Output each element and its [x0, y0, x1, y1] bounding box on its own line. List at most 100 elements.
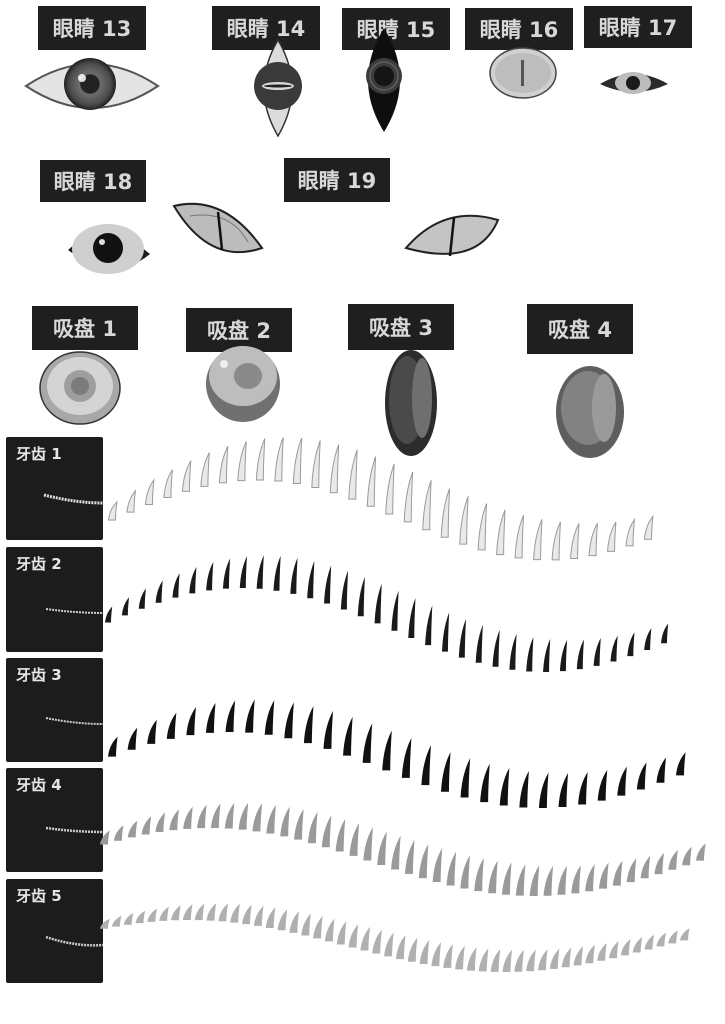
- tooth-stroke: [446, 851, 457, 886]
- tooth-stroke: [197, 804, 207, 829]
- eye-15-label: 眼睛 15: [342, 8, 450, 50]
- eye-icon: [489, 47, 557, 99]
- tooth-2-thumb: 牙齿 2: [6, 547, 103, 652]
- tooth-stroke: [492, 629, 500, 667]
- tooth-stroke: [676, 752, 686, 776]
- tooth-stroke: [303, 705, 314, 744]
- tooth-stroke: [292, 437, 303, 485]
- tooth-icon: [45, 608, 103, 614]
- tooth-stroke: [455, 945, 465, 970]
- tooth-stroke: [538, 772, 549, 808]
- tooth-stroke: [384, 932, 394, 957]
- eye-17-label: 眼睛 17: [584, 6, 692, 48]
- tooth-stroke: [519, 770, 529, 808]
- tooth-stroke: [266, 804, 276, 834]
- tooth-stroke: [401, 737, 412, 778]
- tooth-stroke: [186, 707, 196, 736]
- tooth-stroke: [585, 944, 595, 964]
- tooth-stroke: [514, 515, 525, 559]
- tooth-stroke: [458, 618, 467, 658]
- tooth-stroke: [200, 452, 210, 487]
- tooth-stroke: [166, 712, 177, 739]
- tooth-stroke: [537, 949, 548, 971]
- tooth-stroke: [280, 806, 290, 837]
- tooth-stroke: [441, 612, 450, 652]
- tooth-icon: [43, 493, 103, 505]
- tooth-stroke: [585, 864, 595, 892]
- tooth-stroke: [206, 903, 217, 921]
- tooth-stroke: [313, 915, 323, 939]
- tooth-stroke: [425, 605, 433, 646]
- tooth-stroke: [404, 839, 415, 874]
- tooth-stroke: [559, 639, 568, 672]
- tooth-stroke: [440, 488, 451, 538]
- tooth-stroke: [135, 910, 146, 924]
- tooth-2-label: 牙齿 2: [16, 555, 62, 573]
- tooth-stroke: [335, 818, 346, 852]
- tooth-stroke: [205, 703, 216, 733]
- tooth-stroke: [656, 757, 667, 783]
- tooth-stroke: [620, 939, 631, 956]
- sucker-4-label: 吸盘 4: [527, 304, 633, 354]
- tooth-icon: [45, 826, 103, 834]
- tooth-stroke: [612, 860, 623, 886]
- sucker-icon: [556, 366, 624, 458]
- tooth-stroke: [477, 503, 488, 551]
- tooth-stroke: [625, 517, 636, 547]
- tooth-stroke: [311, 440, 321, 488]
- tooth-stroke: [502, 949, 513, 972]
- tooth-stroke: [329, 444, 340, 494]
- tooth-stroke: [159, 906, 169, 921]
- tooth-stroke: [407, 937, 418, 962]
- tooth-stroke: [357, 576, 365, 617]
- tooth-4-thumb: 牙齿 4: [6, 768, 103, 872]
- tooth-stroke: [499, 767, 510, 806]
- eye-icon: [254, 38, 302, 138]
- tooth-stroke: [307, 560, 315, 599]
- tooth-stroke: [336, 921, 347, 945]
- sucker-1-label: 吸盘 1: [32, 306, 138, 350]
- tooth-stroke: [543, 865, 554, 896]
- tooth-stroke: [107, 500, 118, 521]
- tooth-stroke: [218, 903, 228, 922]
- tooth-stroke: [644, 628, 652, 651]
- tooth-stroke: [343, 716, 353, 756]
- tooth-stroke: [224, 802, 235, 829]
- tooth-stroke: [238, 802, 249, 830]
- tooth-stroke: [108, 736, 118, 757]
- tooth-stroke: [636, 762, 647, 790]
- tooth-stroke: [432, 848, 443, 882]
- tooth-stroke: [460, 855, 470, 889]
- tooth-stroke: [210, 803, 221, 829]
- tooth-stroke: [593, 637, 601, 666]
- tooth-stroke: [543, 638, 551, 672]
- tooth-5-thumb: 牙齿 5: [6, 879, 103, 983]
- tooth-stroke: [113, 825, 124, 841]
- tooth-stroke: [474, 858, 484, 892]
- tooth-stroke: [237, 441, 247, 482]
- tooth-stroke: [644, 934, 655, 950]
- tooth-stroke: [598, 862, 609, 889]
- tooth-stroke: [557, 865, 567, 895]
- tooth-stroke: [501, 862, 512, 895]
- tooth-stroke: [570, 523, 580, 560]
- tooth-stroke: [515, 864, 526, 896]
- tooth-stroke: [382, 730, 392, 771]
- tooth-stroke: [466, 947, 477, 971]
- tooth-3-label: 牙齿 3: [16, 666, 62, 684]
- tooth-stroke: [323, 710, 334, 749]
- tooth-stroke: [372, 929, 382, 954]
- tooth-stroke: [127, 820, 138, 838]
- tooth-stroke: [256, 555, 264, 589]
- tooth-stroke: [147, 719, 157, 744]
- tooth-stroke: [606, 521, 617, 552]
- tooth-stroke: [290, 557, 298, 594]
- tooth-stroke: [395, 935, 406, 960]
- tooth-stroke: [194, 903, 205, 921]
- tooth-stroke: [189, 566, 197, 594]
- tooth-stroke: [141, 816, 152, 835]
- tooth-stroke: [274, 437, 284, 482]
- tooth-stroke: [340, 570, 349, 610]
- tooth-stroke: [627, 632, 635, 657]
